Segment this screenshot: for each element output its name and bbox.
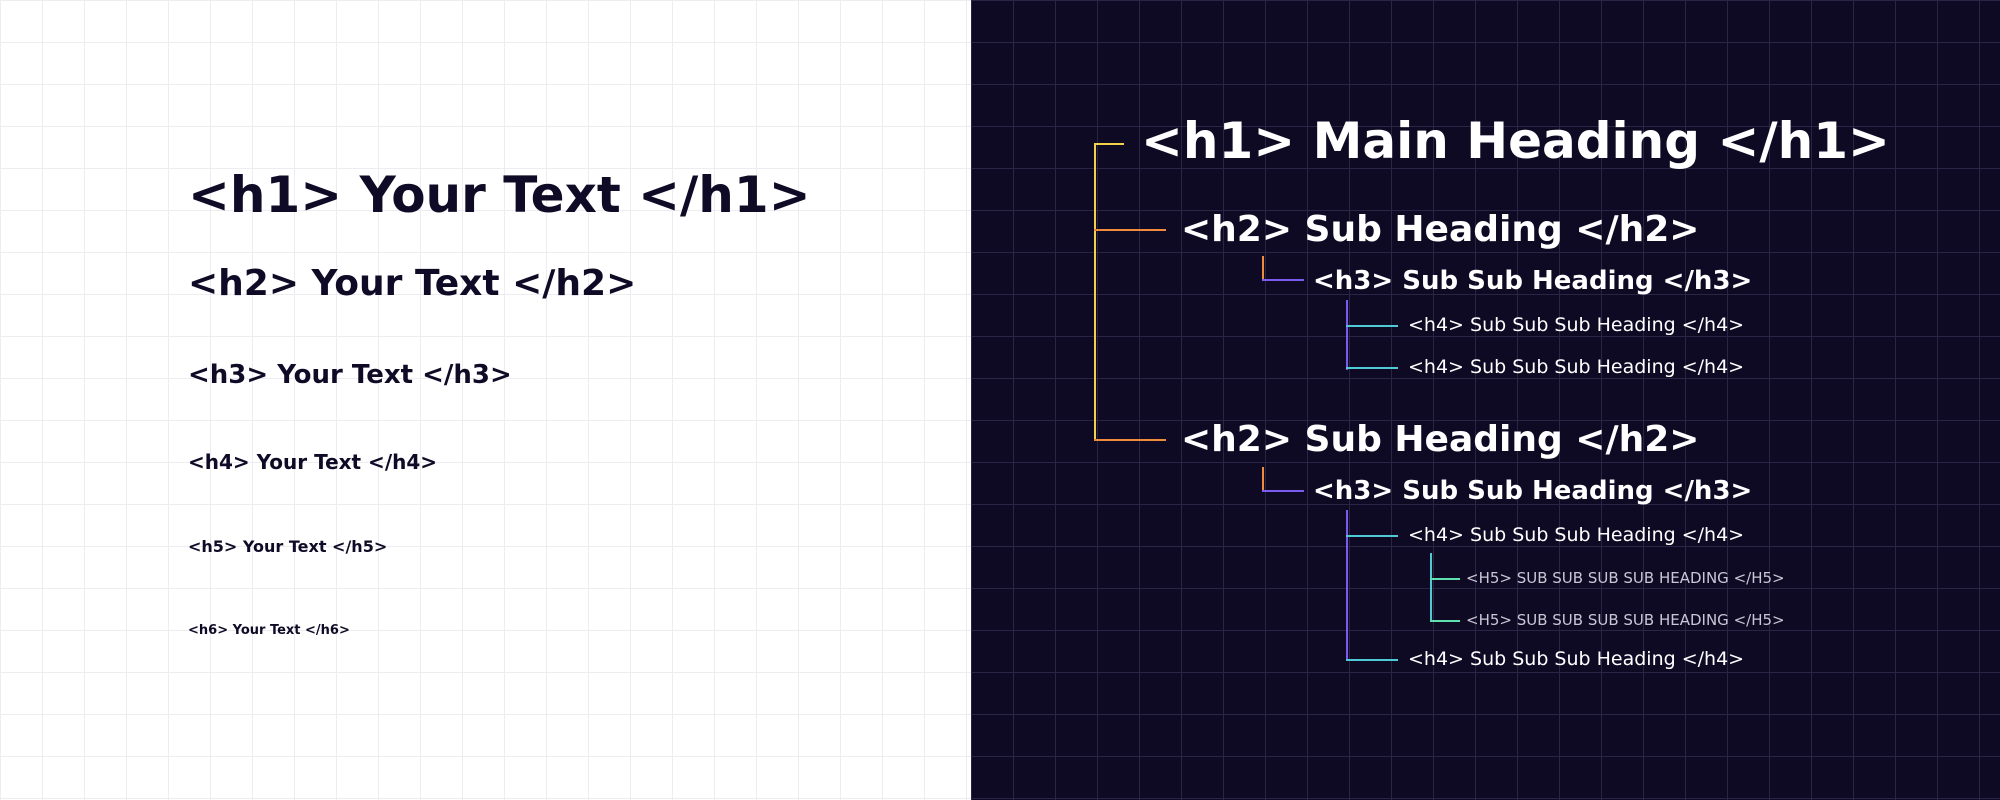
sample-h2: <h2> Your Text </h2> — [188, 263, 637, 304]
h4-group-b-vertical — [1346, 510, 1348, 660]
h5b-connector — [1430, 620, 1460, 622]
hierarchy-h1: <h1> Main Heading </h1> — [1141, 112, 1890, 170]
h3a-connector — [1262, 279, 1304, 281]
h4a-connector — [1346, 325, 1398, 327]
h2a-connector — [1094, 229, 1166, 231]
h4d-connector — [1346, 659, 1398, 661]
hierarchy-h5-second: <H5> SUB SUB SUB SUB HEADING </H5> — [1466, 611, 1785, 629]
sample-h1: <h1> Your Text </h1> — [188, 166, 811, 224]
sample-h5: <h5> Your Text </h5> — [188, 537, 388, 556]
hierarchy-h5-first: <H5> SUB SUB SUB SUB HEADING </H5> — [1466, 569, 1785, 587]
h1-connector-vertical — [1094, 143, 1096, 441]
h3a-connector-vertical — [1262, 256, 1264, 280]
hierarchy-h2-first: <h2> Sub Heading </h2> — [1181, 209, 1700, 250]
h3b-connector-vertical — [1262, 467, 1264, 491]
hierarchy-h4-fourth: <h4> Sub Sub Sub Heading </h4> — [1408, 648, 1745, 670]
h1-connector-stub — [1094, 143, 1124, 145]
h5-group-vertical — [1430, 553, 1432, 621]
sample-h3: <h3> Your Text </h3> — [188, 360, 512, 390]
h4b-connector — [1346, 367, 1398, 369]
hierarchy-h2-second: <h2> Sub Heading </h2> — [1181, 419, 1700, 460]
h5a-connector — [1430, 578, 1460, 580]
sample-h4: <h4> Your Text </h4> — [188, 450, 438, 474]
h4c-connector — [1346, 535, 1398, 537]
sample-h6: <h6> Your Text </h6> — [188, 623, 350, 638]
h2b-connector — [1094, 439, 1166, 441]
hierarchy-h4-first: <h4> Sub Sub Sub Heading </h4> — [1408, 314, 1745, 336]
h3b-connector — [1262, 490, 1304, 492]
light-sample-panel: <h1> Your Text </h1> <h2> Your Text </h2… — [0, 0, 971, 800]
hierarchy-h3-second: <h3> Sub Sub Heading </h3> — [1313, 476, 1753, 506]
dark-hierarchy-panel — [971, 0, 2000, 800]
hierarchy-h4-second: <h4> Sub Sub Sub Heading </h4> — [1408, 356, 1745, 378]
hierarchy-h4-third: <h4> Sub Sub Sub Heading </h4> — [1408, 524, 1745, 546]
h4-group-a-vertical — [1346, 300, 1348, 370]
hierarchy-h3-first: <h3> Sub Sub Heading </h3> — [1313, 266, 1753, 296]
